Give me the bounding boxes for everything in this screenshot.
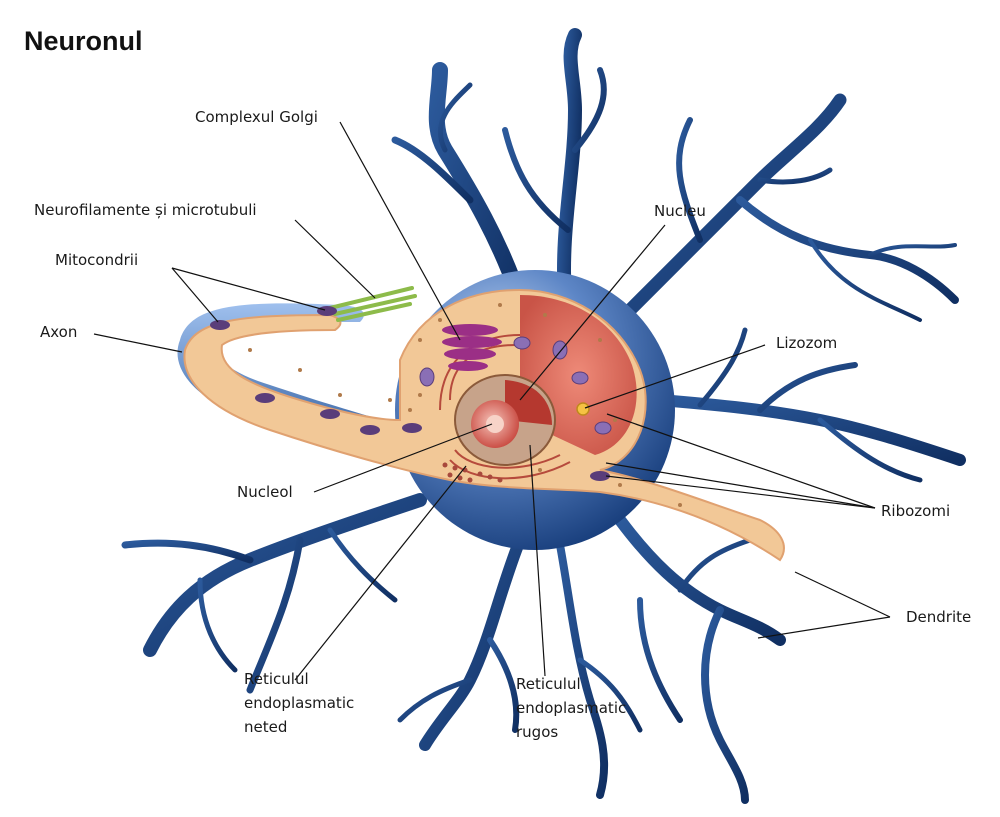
leader-nucleus	[519, 224, 666, 401]
label-smooth-er-line1: Reticulul	[244, 670, 309, 688]
leader-dendrites-a	[794, 571, 891, 618]
dendrite-branch	[428, 62, 528, 308]
leader-mitochondria-b	[171, 267, 326, 311]
leader-lysosome	[584, 344, 766, 409]
label-lysosome: Lizozom	[776, 334, 838, 352]
label-nucleus: Nucleu	[654, 202, 706, 220]
label-axon: Axon	[40, 323, 78, 341]
dendrite-branch	[556, 541, 609, 799]
dendrite-branch	[654, 394, 966, 466]
dendrite-branch	[808, 238, 922, 322]
dendrite-branch	[246, 536, 304, 694]
ribosome-dots	[248, 303, 682, 507]
label-dendrites: Dendrite	[906, 608, 972, 626]
label-mitochondria: Mitocondrii	[55, 251, 139, 269]
label-ribosomes: Ribozomi	[881, 502, 951, 520]
lysosome	[576, 402, 590, 416]
vesicles	[419, 336, 612, 435]
leader-dendrites-b	[757, 616, 891, 639]
dendrite-branch	[327, 527, 398, 603]
dendrite-branch	[437, 82, 473, 153]
dendrite-branch	[637, 597, 683, 723]
dendrite-branch	[677, 537, 753, 593]
dendrite-branch	[197, 577, 238, 673]
dendrite-branch	[397, 677, 473, 723]
label-rough-er-line3: rugos	[516, 723, 559, 741]
dendrite-branch	[391, 136, 474, 204]
label-neurofilaments: Neurofilamente și microtubuli	[34, 201, 257, 219]
dendrite-branch	[419, 534, 526, 751]
neurofilaments	[328, 286, 417, 322]
leader-smooth-er	[294, 465, 467, 681]
dendrite-branch	[614, 514, 786, 646]
leader-mitochondria-a	[171, 267, 219, 323]
diagram-title: Neuronul	[24, 26, 143, 56]
leader-neurofilaments	[294, 219, 376, 299]
mitochondria	[210, 306, 610, 481]
dendrite-branch	[502, 127, 571, 233]
dendrite-branch	[676, 117, 703, 243]
label-rough-er-line1: Reticulul	[516, 675, 581, 693]
dendrite-branch	[577, 657, 643, 733]
label-smooth-er-line2: endoplasmatic	[244, 694, 355, 712]
leader-ribosomes-b	[605, 462, 876, 509]
leader-axon	[93, 333, 183, 353]
label-smooth-er-line3: neted	[244, 718, 288, 736]
dendrite-branch	[817, 417, 923, 483]
leader-golgi	[339, 121, 461, 341]
golgi-apparatus	[442, 324, 502, 371]
leader-ribosomes-c	[605, 475, 876, 509]
dendrite-branch	[701, 606, 749, 804]
nucleus-cut	[505, 380, 552, 425]
dendrite-branch	[121, 539, 254, 564]
label-nucleolus: Nucleol	[237, 483, 293, 501]
dendrite-branch	[556, 28, 583, 307]
dendrite-branch	[868, 243, 957, 257]
dendrites	[121, 28, 966, 804]
leader-lines	[93, 121, 891, 681]
leader-nucleolus	[313, 423, 493, 493]
leader-rough-er	[529, 444, 546, 677]
dendrite-branch	[757, 167, 833, 185]
leader-ribosomes-a	[606, 413, 876, 509]
dendrite-branch	[487, 637, 520, 733]
label-rough-er-line2: endoplasmatic	[516, 699, 627, 717]
nucleus-group	[454, 374, 556, 466]
dendrite-branch	[572, 67, 607, 153]
label-golgi: Complexul Golgi	[195, 108, 318, 126]
dendrite-branch	[697, 327, 748, 408]
dendrite-branch	[757, 362, 858, 413]
dendrite-branch	[613, 93, 847, 327]
dendrite-branch	[736, 196, 959, 304]
